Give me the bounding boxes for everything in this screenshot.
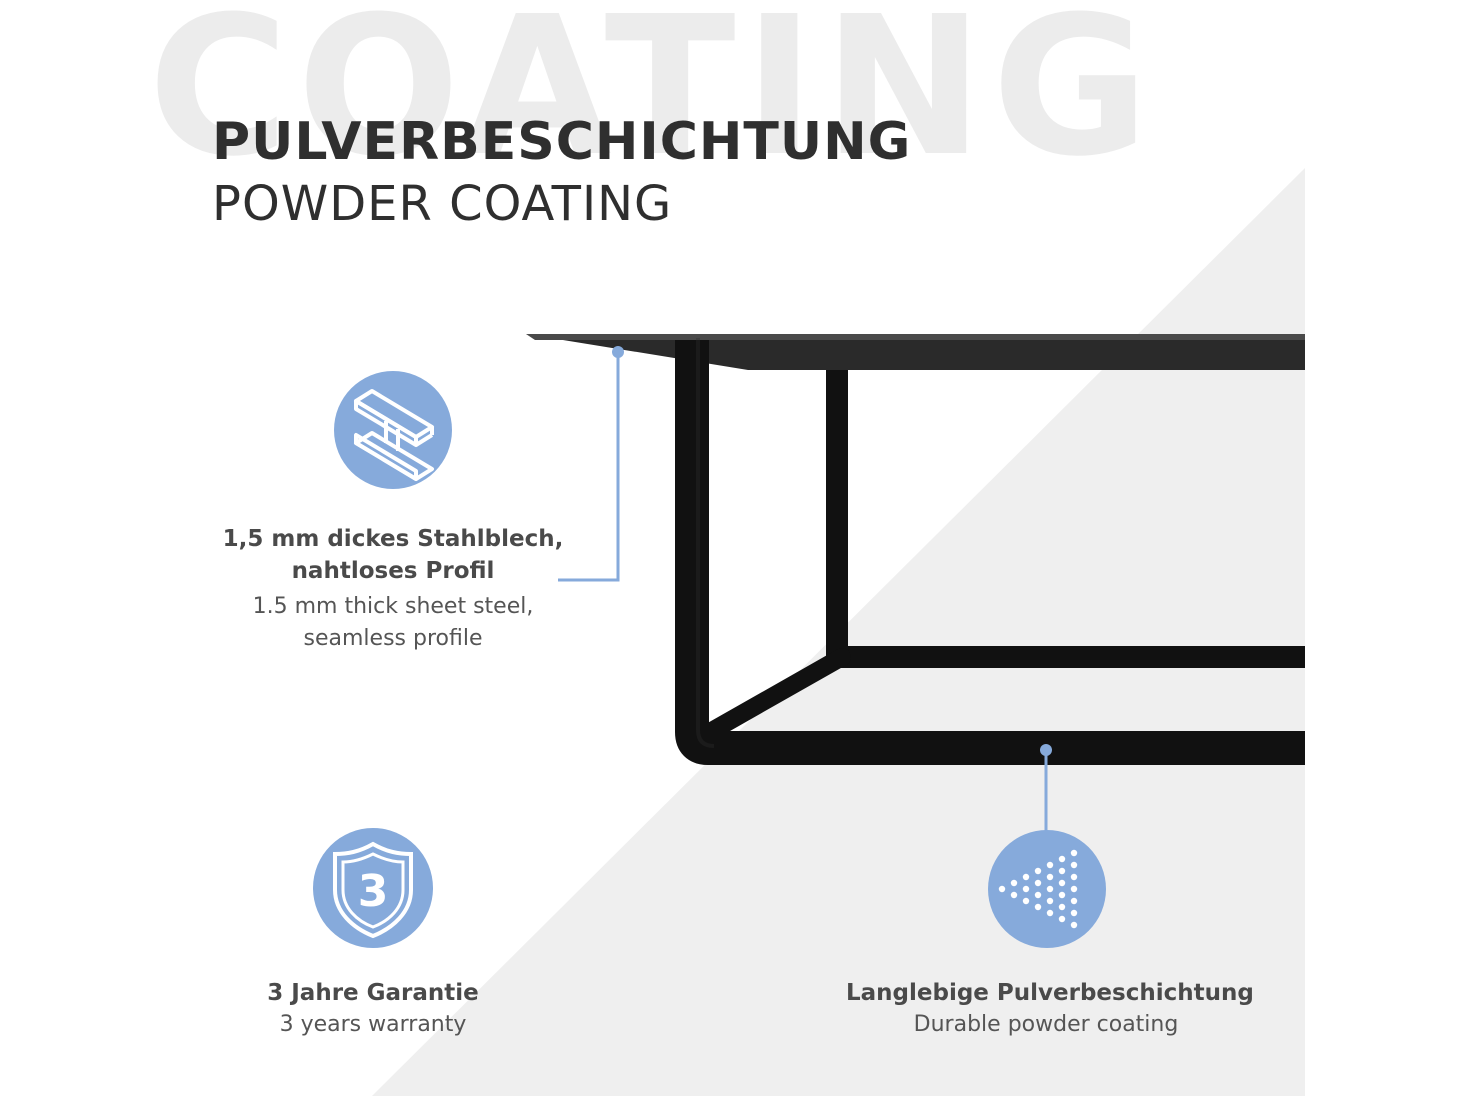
coating-caption-de: Langlebige Pulverbeschichtung [846,980,1254,1006]
side-rail [701,648,851,741]
spray-dot [1046,897,1054,905]
coating-icon-circle [988,830,1106,948]
steel-caption-de-2: nahtloses Profil [291,558,495,584]
spray-icon [998,849,1078,929]
front-leg [675,340,1305,765]
spray-dot [1058,915,1066,923]
spray-dot [1046,873,1054,881]
spray-dot [1046,861,1054,869]
spray-dot [1070,873,1078,881]
page-title: PULVERBESCHICHTUNG [212,112,912,172]
spray-dot [1022,873,1030,881]
spray-dot [1034,891,1042,899]
spray-dot [1034,867,1042,875]
warranty-caption-de: 3 Jahre Garantie [267,980,479,1006]
spray-dot [1070,921,1078,929]
spray-dot [1070,849,1078,857]
back-rail [840,646,1305,668]
spray-dot [1058,891,1066,899]
spray-dot [1046,885,1054,893]
tabletop [526,334,1305,370]
steel-caption-en-1: 1.5 mm thick sheet steel, [252,594,534,619]
watermark-text: COATING [148,0,1158,199]
spray-dot [1022,885,1030,893]
spray-dot [1058,867,1066,875]
spray-dot [1058,855,1066,863]
coating-caption: Langlebige Pulverbeschichtung Durable po… [846,977,1254,1041]
spray-dot [1070,909,1078,917]
spray-dot [1034,879,1042,887]
steel-caption: 1,5 mm dickes Stahlblech, nahtloses Prof… [200,523,586,655]
spray-dot [998,885,1006,893]
spray-dot [1046,909,1054,917]
shield-icon: 3 [333,841,413,939]
callout-line-top [558,352,620,582]
warranty-caption-en: 3 years warranty [279,1012,467,1037]
spray-dot [1070,897,1078,905]
spray-dot [1058,879,1066,887]
spray-dot [1070,885,1078,893]
steel-caption-en-2: seamless profile [303,626,483,651]
steel-icon-circle [334,371,452,489]
page-subtitle: POWDER COATING [212,176,673,232]
warranty-caption: 3 Jahre Garantie 3 years warranty [200,977,546,1041]
warranty-icon-circle: 3 [313,828,433,948]
spray-dot [1034,903,1042,911]
steel-caption-de-1: 1,5 mm dickes Stahlblech, [222,526,564,552]
spray-dot [1070,861,1078,869]
back-leg [826,370,848,660]
coating-caption-en: Durable powder coating [913,1012,1179,1037]
spray-dot [1058,903,1066,911]
i-beam-icon [354,389,434,481]
spray-dot [1010,891,1018,899]
warranty-badge-number: 3 [358,866,389,917]
spray-dot [1010,879,1018,887]
spray-dot [1022,897,1030,905]
